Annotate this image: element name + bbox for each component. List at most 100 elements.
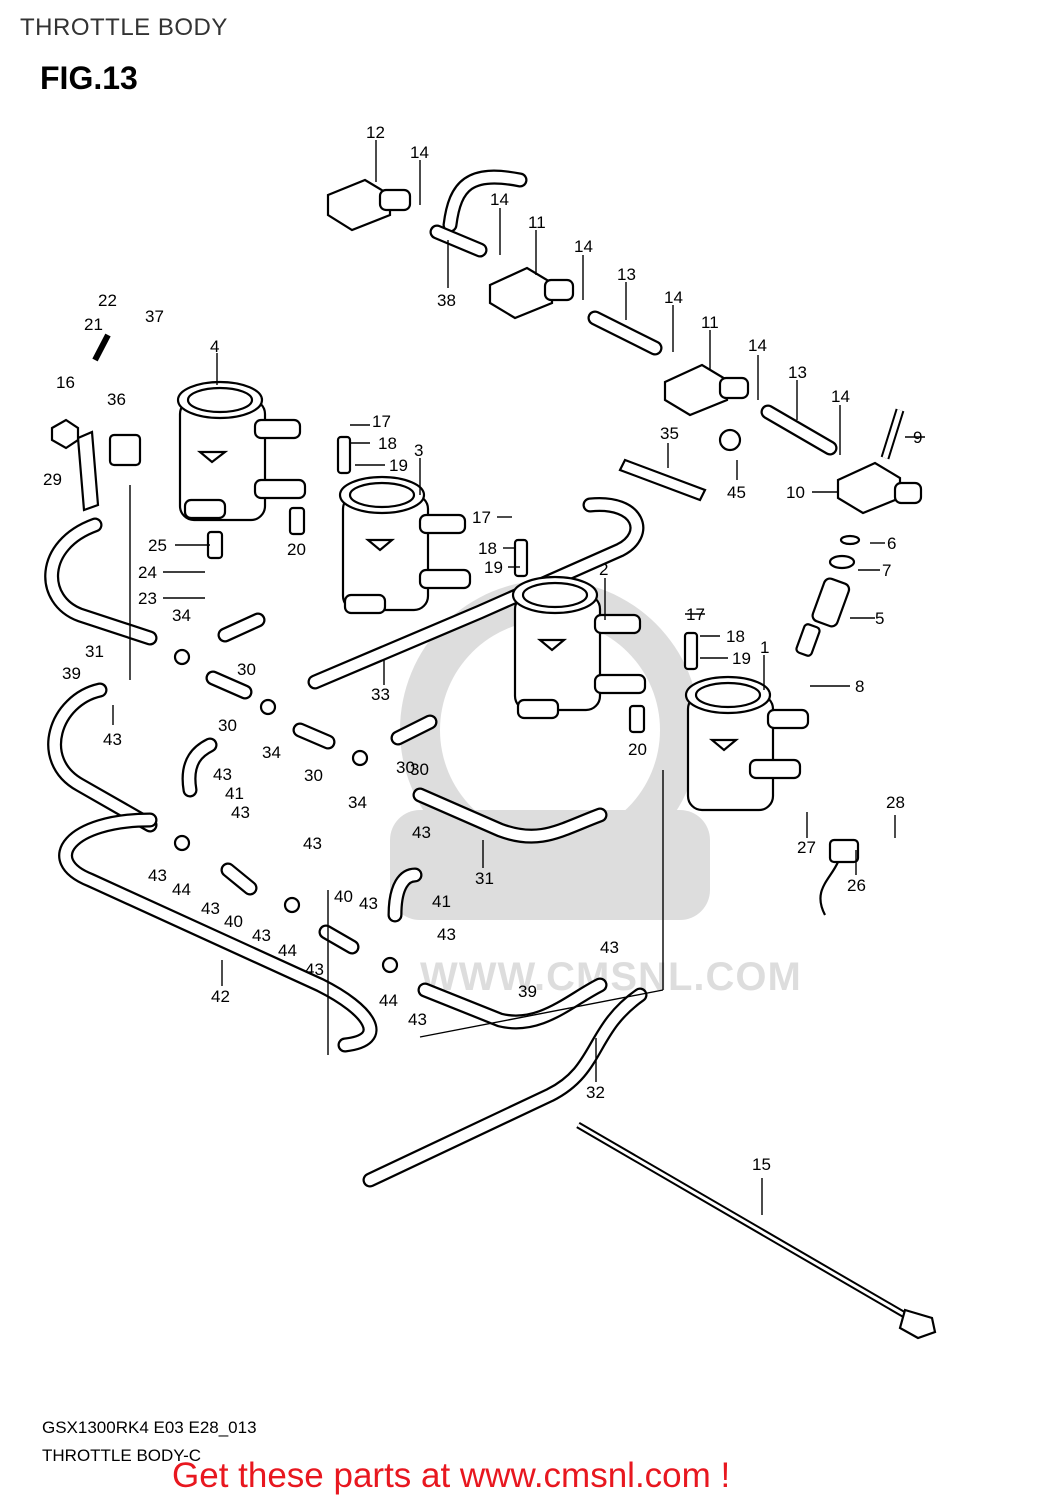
part-label: 27	[797, 838, 816, 857]
part-label: 26	[847, 876, 866, 895]
bolt-9	[880, 408, 905, 460]
bracket-35	[618, 458, 707, 502]
part-label: 31	[475, 869, 494, 888]
hose-31-center	[412, 787, 608, 844]
clip-45	[718, 428, 742, 452]
part-label: 5	[875, 609, 884, 628]
part-label: 44	[379, 991, 398, 1010]
part-label: 8	[855, 677, 864, 696]
part-label: 44	[172, 880, 191, 899]
part-label: 43	[231, 803, 250, 822]
hose-41-lower	[387, 867, 423, 923]
part-label: 33	[371, 685, 390, 704]
throttle-body-1	[684, 675, 810, 812]
injector-5	[795, 534, 861, 657]
part-label: 43	[148, 866, 167, 885]
part-label: 2	[599, 560, 608, 579]
part-label: 43	[303, 834, 322, 853]
part-label: 45	[727, 483, 746, 502]
part-label: 30	[304, 766, 323, 785]
part-label: 30	[410, 760, 429, 779]
part-label: 13	[617, 265, 636, 284]
part-label: 44	[278, 941, 297, 960]
part-label: 21	[84, 315, 103, 334]
part-label: 19	[484, 558, 503, 577]
part-label: 12	[366, 123, 385, 142]
shop-parts-link[interactable]: Get these parts at www.cmsnl.com !	[172, 1456, 731, 1495]
part-label: 41	[225, 784, 244, 803]
part-label: 43	[600, 938, 619, 957]
throttle-body-4	[176, 380, 307, 522]
part-label: 20	[628, 740, 647, 759]
part-label: 14	[664, 288, 683, 307]
part-label: 42	[211, 987, 230, 1006]
linkage-36	[108, 433, 142, 467]
part-label: 43	[213, 765, 232, 784]
throttle-body-3	[338, 475, 472, 615]
part-label: 7	[882, 561, 891, 580]
part-label: 43	[437, 925, 456, 944]
part-label: 34	[348, 793, 367, 812]
hose-39-left	[47, 682, 158, 833]
hose-41-upper	[181, 737, 218, 798]
hose-32	[362, 987, 648, 1188]
part-label: 43	[201, 899, 220, 918]
part-label: 37	[145, 307, 164, 326]
part-label: 32	[586, 1083, 605, 1102]
part-label: 17	[472, 508, 491, 527]
part-label: 17	[372, 412, 391, 431]
part-label: 3	[414, 441, 423, 460]
hose-31-left	[44, 517, 158, 646]
hose-33	[307, 497, 645, 690]
variant-name: THROTTLE BODY-C	[42, 1446, 202, 1465]
tee-joints-34-44	[173, 648, 399, 974]
spring-set	[206, 435, 699, 734]
part-label: 17	[686, 605, 705, 624]
figure-number: FIG.13	[40, 60, 138, 96]
page-title: THROTTLE BODY	[20, 14, 228, 41]
part-label: 43	[103, 730, 122, 749]
part-label: 39	[518, 982, 537, 1001]
fuel-pipe-13	[429, 224, 838, 456]
part-label: 30	[218, 716, 237, 735]
part-label: 38	[437, 291, 456, 310]
part-label: 11	[528, 213, 546, 232]
part-label: 13	[788, 363, 807, 382]
part-label: 34	[172, 606, 191, 625]
part-label: 6	[887, 534, 896, 553]
part-label: 15	[752, 1155, 771, 1174]
part-label: 10	[786, 483, 805, 502]
part-label: 40	[224, 912, 243, 931]
part-label: 22	[98, 291, 117, 310]
part-label: 43	[408, 1010, 427, 1029]
part-label: 11	[701, 313, 719, 332]
part-label: 14	[748, 336, 767, 355]
part-label: 20	[287, 540, 306, 559]
part-label: 23	[138, 589, 157, 608]
nut-16	[50, 418, 80, 450]
part-label: 14	[490, 190, 509, 209]
part-label: 36	[107, 390, 126, 409]
part-label: 25	[148, 536, 167, 555]
bracket-29	[76, 430, 100, 512]
part-label: 14	[831, 387, 850, 406]
part-label: 39	[62, 664, 81, 683]
model-code: GSX1300RK4 E03 E28_013	[42, 1418, 257, 1437]
part-label: 18	[478, 539, 497, 558]
part-label: 43	[359, 894, 378, 913]
part-label: 16	[56, 373, 75, 392]
rod-15	[576, 1121, 937, 1340]
hose-39-right	[417, 977, 608, 1030]
part-label: 14	[410, 143, 429, 162]
part-label: 43	[252, 926, 271, 945]
part-label: 1	[760, 638, 769, 657]
part-label: 29	[43, 470, 62, 489]
part-label: 41	[432, 892, 451, 911]
fuel-joint-10	[836, 461, 923, 515]
hose-38	[442, 169, 528, 233]
part-label: 19	[389, 456, 408, 475]
part-label: 40	[334, 887, 353, 906]
part-label: 18	[726, 627, 745, 646]
fuel-joint-11-upper	[488, 266, 575, 320]
